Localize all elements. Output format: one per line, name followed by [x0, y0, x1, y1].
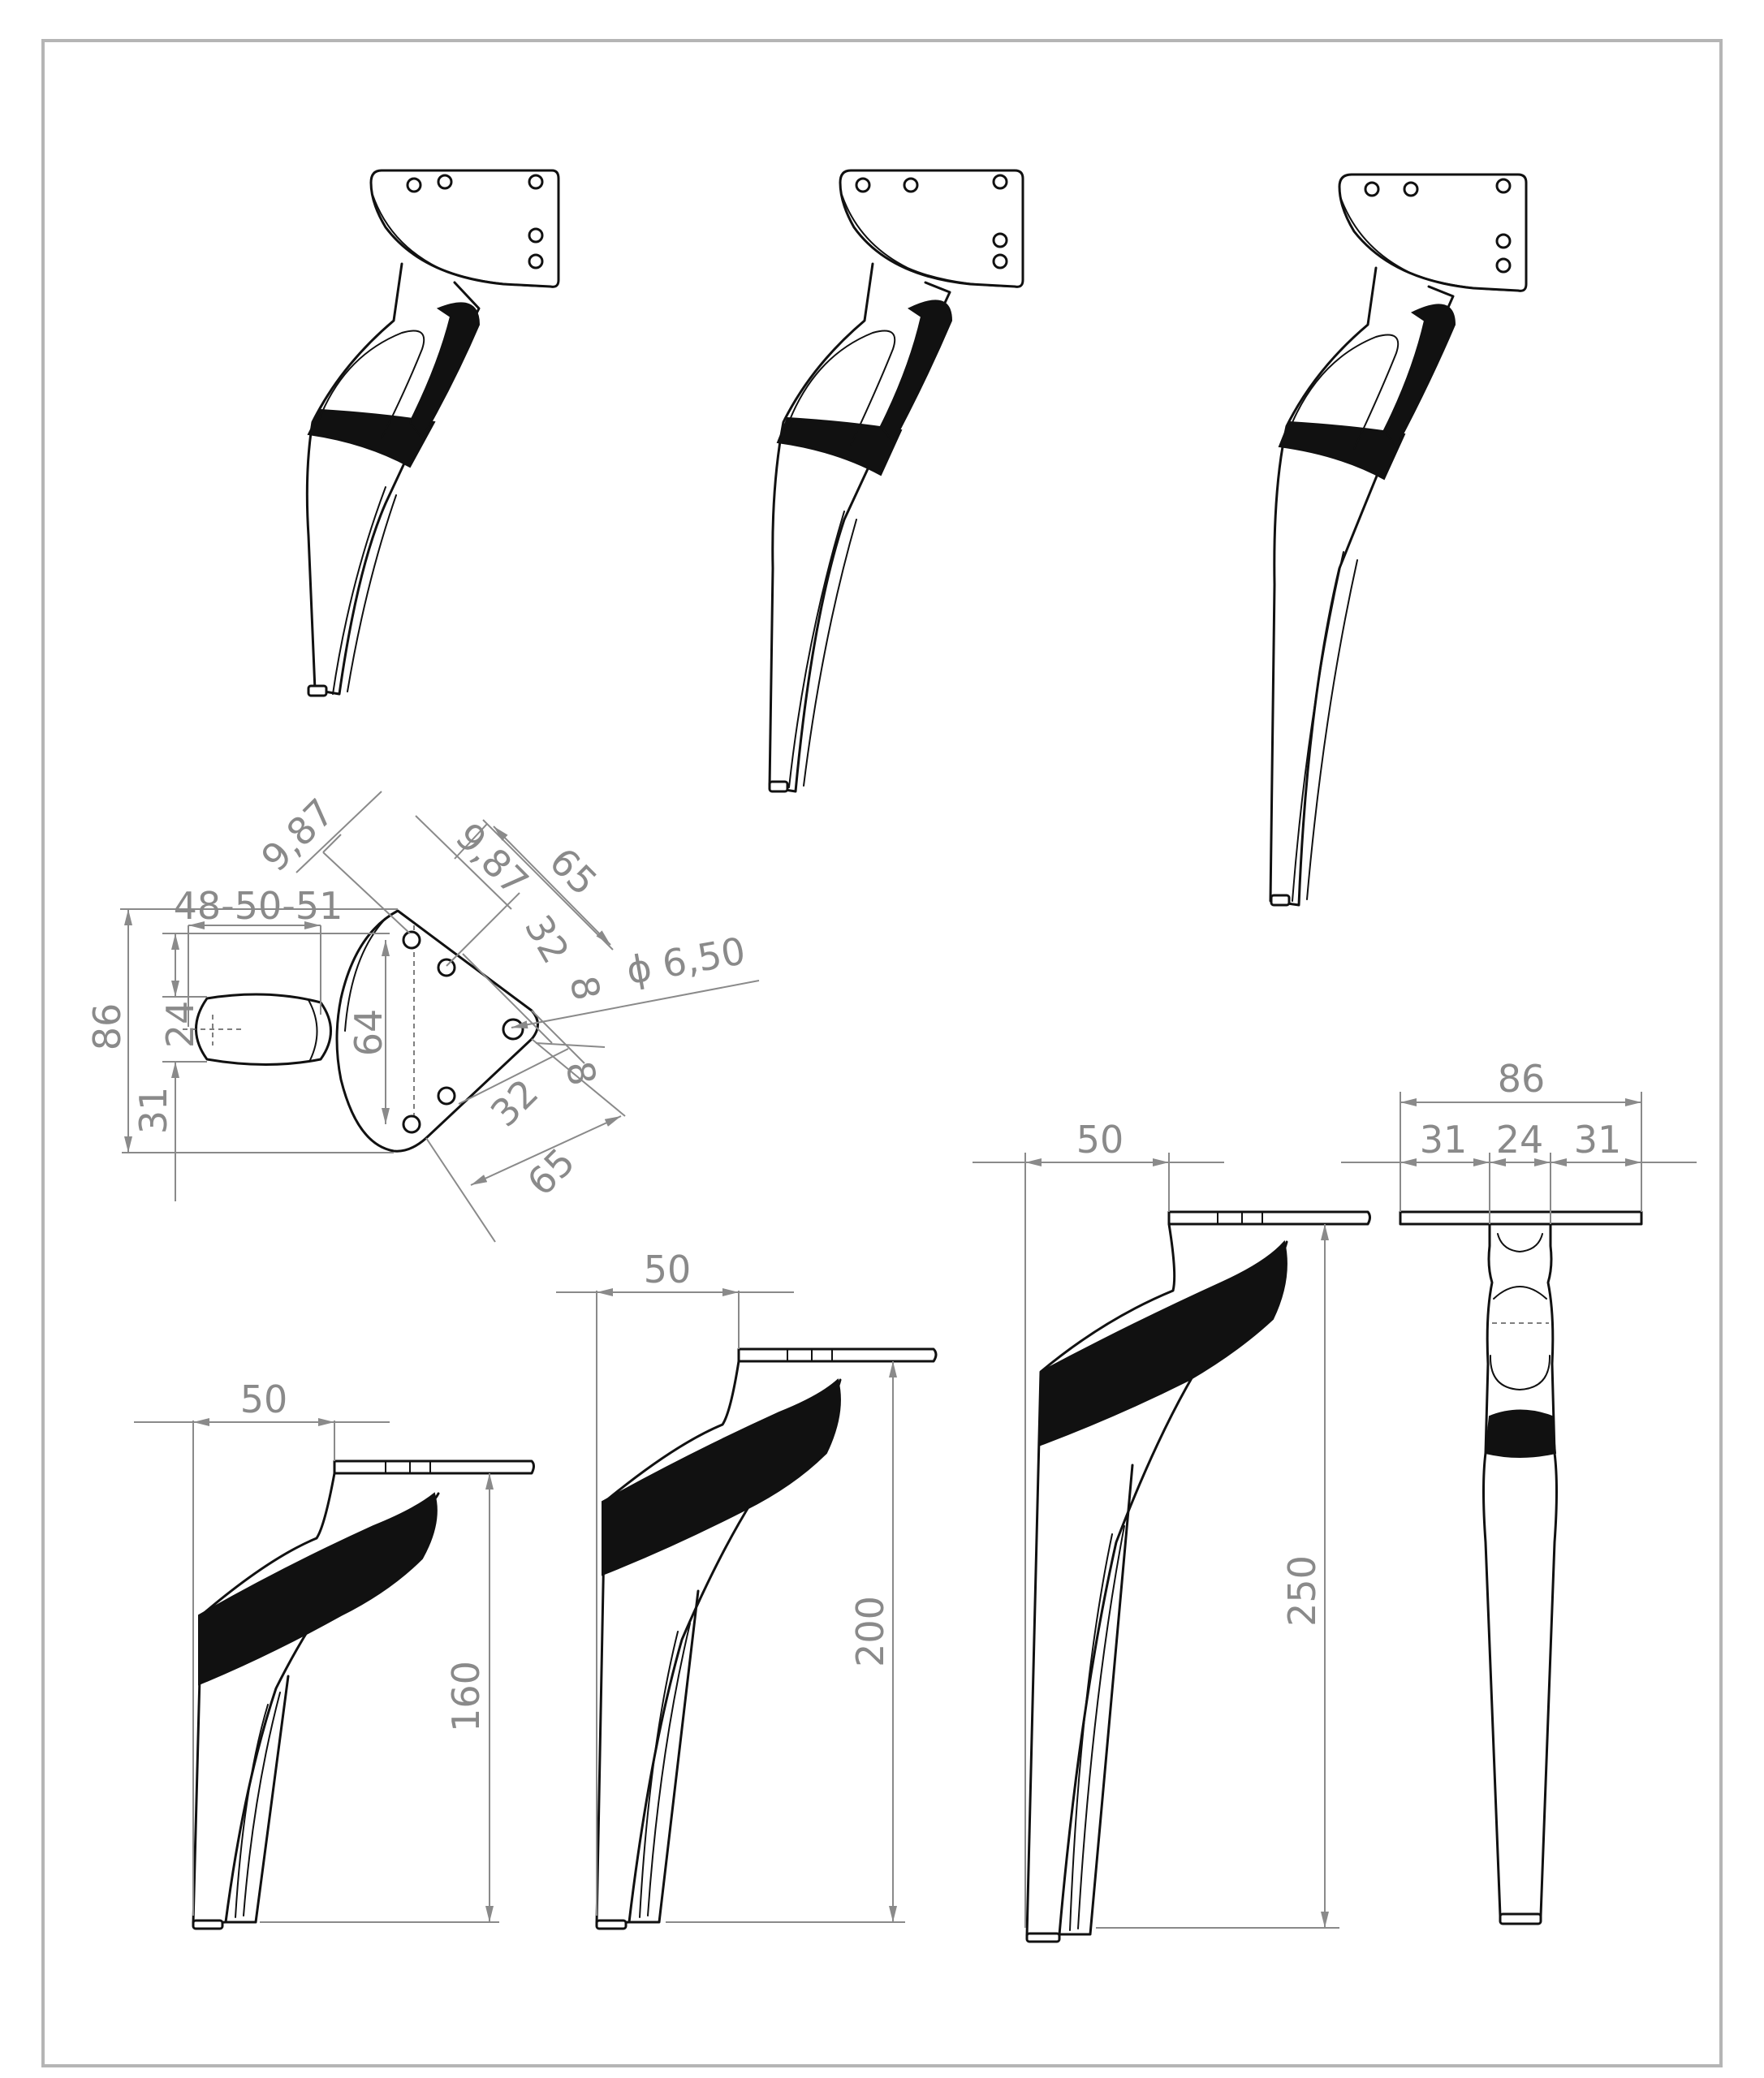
- dim-edge-8-upper: 8: [562, 972, 609, 1003]
- drawing-border: [41, 39, 1723, 2067]
- dim-stem-24: 24: [158, 1001, 202, 1049]
- dim-offset-50-c: 50: [1076, 1118, 1124, 1162]
- dim-hole-diameter: ϕ 6,50: [623, 929, 749, 993]
- front-view: 86 31 24 31: [1341, 1057, 1697, 1925]
- dim-front-total-86: 86: [1498, 1057, 1546, 1101]
- dim-hole-spacing-32-lower: 32: [482, 1071, 547, 1136]
- dim-front-right-31: 31: [1574, 1118, 1622, 1162]
- isometric-leg-short: [305, 169, 560, 697]
- dim-edge-8-lower: 8: [558, 1058, 605, 1089]
- dim-offset-50-a: 50: [240, 1377, 288, 1421]
- dim-length-65-lower: 65: [519, 1140, 584, 1205]
- dim-hole-spacing-64: 64: [347, 1009, 390, 1057]
- dim-edge-9-87-left: 9,87: [252, 790, 343, 880]
- dim-length-65-upper: 65: [541, 839, 606, 904]
- dim-width-options: 48-50-51: [174, 884, 343, 928]
- dim-offset-31: 31: [132, 1087, 175, 1135]
- dim-height-160: 160: [444, 1661, 488, 1732]
- dim-height-86: 86: [85, 1003, 129, 1051]
- isometric-leg-medium: [768, 169, 1024, 793]
- dim-front-left-31: 31: [1420, 1118, 1468, 1162]
- dim-hole-spacing-32-upper: 32: [516, 908, 578, 971]
- dim-front-middle-24: 24: [1496, 1118, 1544, 1162]
- dim-offset-50-b: 50: [644, 1248, 692, 1291]
- side-view-250: 50 250: [973, 1118, 1371, 1943]
- top-view-mounting-plate: 86 24 31 48-50-51 64 9,87 9,87 65 32 8 ϕ…: [85, 790, 760, 1243]
- dim-height-200: 200: [848, 1596, 892, 1667]
- side-view-160: 50 160: [134, 1377, 535, 1930]
- dim-height-250: 250: [1280, 1555, 1324, 1627]
- isometric-leg-tall: [1269, 173, 1528, 907]
- side-view-200: 50 200: [556, 1248, 938, 1930]
